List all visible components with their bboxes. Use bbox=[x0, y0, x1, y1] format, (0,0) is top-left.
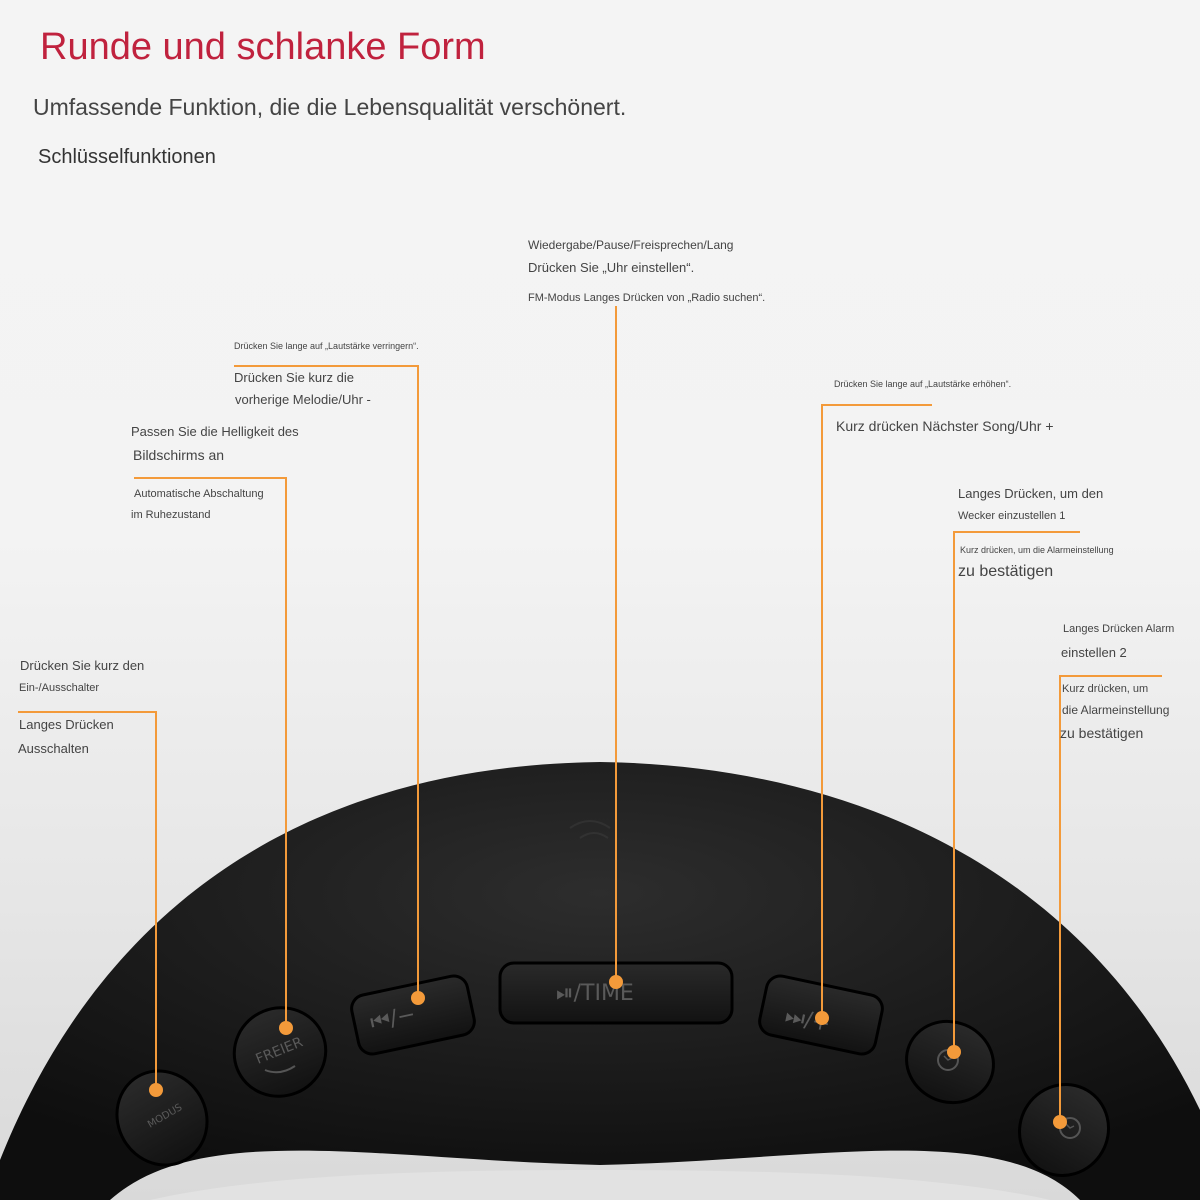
page-subtitle: Umfassende Funktion, die die Lebensquali… bbox=[33, 94, 627, 120]
brightness-callout-line3: Automatische Abschaltung bbox=[134, 488, 264, 500]
next-callout-line1: Drücken Sie lange auf „Lautstärke erhöhe… bbox=[834, 379, 1012, 389]
snooze-button[interactable]: FREIER bbox=[221, 994, 339, 1110]
mode-callout-line3: Langes Drücken bbox=[19, 717, 114, 732]
speaker-inner-curve bbox=[150, 1170, 1050, 1200]
brand-logo-mark bbox=[569, 820, 611, 839]
playpause-callout-line2: Drücken Sie „Uhr einstellen“. bbox=[528, 260, 695, 275]
prev-callout-line2: Drücken Sie kurz die bbox=[234, 370, 354, 385]
alarm1-callout-line1: Langes Drücken, um den bbox=[958, 486, 1104, 501]
section-title: Schlüsselfunktionen bbox=[38, 146, 216, 168]
mode-callout-line1: Drücken Sie kurz den bbox=[20, 658, 145, 673]
page-title: Runde und schlanke Form bbox=[40, 26, 486, 68]
alarm-1-button[interactable] bbox=[894, 1008, 1006, 1115]
mode-button[interactable]: MODUS bbox=[100, 1054, 224, 1181]
prev-callout-line1: Drücken Sie lange auf „Lautstärke verrin… bbox=[234, 341, 419, 351]
alarm1-callout-line3: Kurz drücken, um die Alarmeinstellung bbox=[960, 545, 1114, 555]
alarm1-callout-line4: zu bestätigen bbox=[958, 563, 1054, 580]
sun-brightness-icon bbox=[264, 1065, 296, 1074]
playpause-callout-line1: Wiedergabe/Pause/Freisprechen/Lang bbox=[528, 238, 734, 252]
next-callout-line2: Kurz drücken Nächster Song/Uhr + bbox=[836, 418, 1054, 434]
brightness-callout-line2: Bildschirms an bbox=[133, 447, 225, 463]
alarm2-callout-line1: Langes Drücken Alarm bbox=[1063, 623, 1175, 635]
alarm2-callout-line5: zu bestätigen bbox=[1060, 725, 1144, 741]
mode-callout-line2: Ein-/Ausschalter bbox=[19, 682, 100, 694]
previous-volume-down-button[interactable]: ⏮/− bbox=[349, 973, 477, 1056]
prev-callout-line3: vorherige Melodie/Uhr - bbox=[235, 392, 371, 407]
brightness-callout-line4: im Ruhezustand bbox=[131, 509, 211, 521]
brightness-callout-line1: Passen Sie die Helligkeit des bbox=[131, 424, 299, 439]
alarm1-callout-line2: Wecker einzustellen 1 bbox=[958, 510, 1066, 522]
alarm2-callout-line2: einstellen 2 bbox=[1061, 645, 1127, 660]
alarm2-callout-line3: Kurz drücken, um bbox=[1062, 683, 1149, 695]
mode-callout-line4: Ausschalten bbox=[18, 741, 89, 756]
playpause-callout-line3: FM-Modus Langes Drücken von „Radio suche… bbox=[528, 292, 766, 304]
alarm2-callout-line4: die Alarmeinstellung bbox=[1062, 703, 1170, 717]
alarm-2-button[interactable] bbox=[1003, 1068, 1125, 1192]
